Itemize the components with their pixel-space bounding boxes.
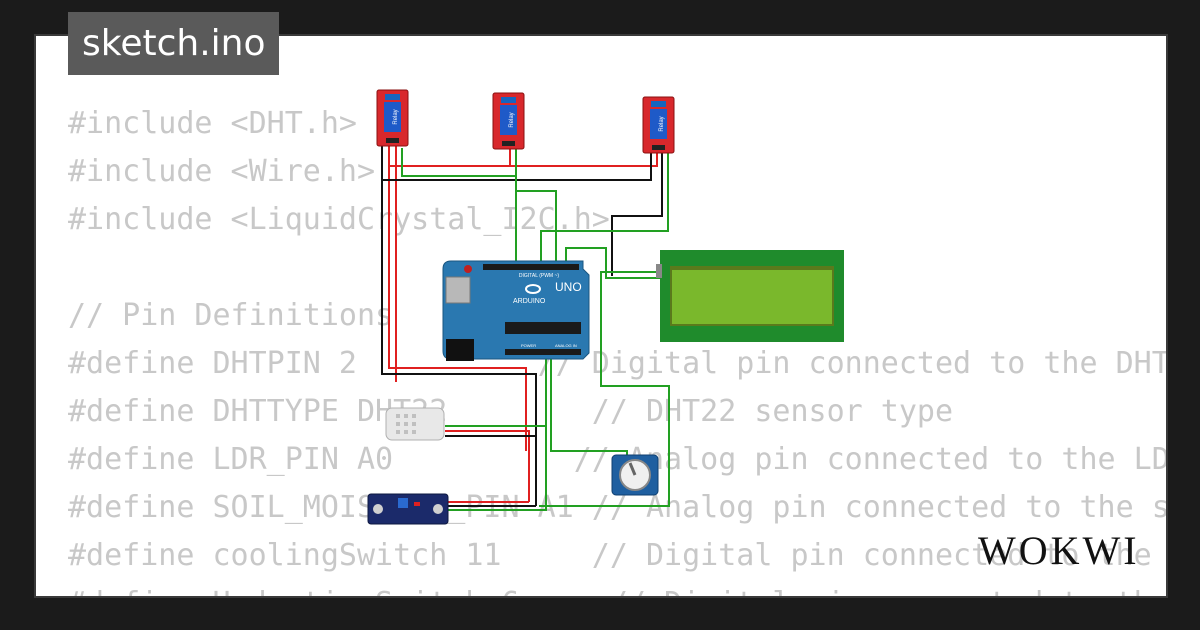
code-preview: #include <DHT.h> #include <Wire.h> #incl…: [68, 100, 1168, 596]
dht22-sensor: [385, 407, 445, 441]
relay-label: Relay: [659, 116, 665, 131]
relay-1: Relay: [376, 89, 409, 147]
code-line: #define SOIL_MOISTURE_PIN A1 // Analog p…: [68, 490, 1168, 525]
page-title: sketch.ino: [68, 12, 280, 75]
code-line: #define DHTTYPE DHT22 // DHT22 sensor ty…: [68, 394, 954, 429]
code-line: #include <Wire.h>: [68, 154, 376, 189]
board-brand: ARDUINO: [513, 298, 546, 305]
power-header-label: POWER: [521, 343, 536, 348]
board-model: UNO: [555, 280, 582, 294]
code-line: #include <DHT.h>: [68, 106, 357, 141]
code-line: #define HydrationSwitch 6 // Digital pin…: [68, 586, 1166, 596]
code-line: #define coolingSwitch 11 // Digital pin …: [68, 538, 1152, 573]
code-line: #include <LiquidCrystal_I2C.h>: [68, 202, 610, 237]
wokwi-logo: WOKWI: [978, 526, 1148, 578]
analog-header-label: ANALOG IN: [555, 343, 577, 348]
code-line: #define LDR_PIN A0 // Analog pin connect…: [68, 442, 1168, 477]
circuit-diagram: Relay Relay Relay DIGITAL (PWM ~) U: [367, 89, 844, 525]
preview-card: #include <DHT.h> #include <Wire.h> #incl…: [34, 34, 1168, 598]
relay-2: Relay: [492, 92, 525, 150]
potentiometer: [611, 454, 659, 496]
logo-text: WOKWI: [978, 528, 1140, 573]
relay-label: Relay: [509, 112, 515, 127]
relay-label: Relay: [393, 109, 399, 124]
relay-3: Relay: [642, 96, 675, 154]
arduino-uno: DIGITAL (PWM ~) UNO ARDUINO POWER ANALOG…: [442, 260, 590, 361]
soil-moisture-sensor: [367, 493, 449, 525]
code-line: // Pin Definitions: [68, 298, 394, 333]
digital-header-label: DIGITAL (PWM ~): [519, 273, 559, 279]
lcd-display: [656, 250, 844, 342]
code-line: #define DHTPIN 2 // Digital pin connecte…: [68, 346, 1168, 381]
wires: [381, 146, 670, 511]
